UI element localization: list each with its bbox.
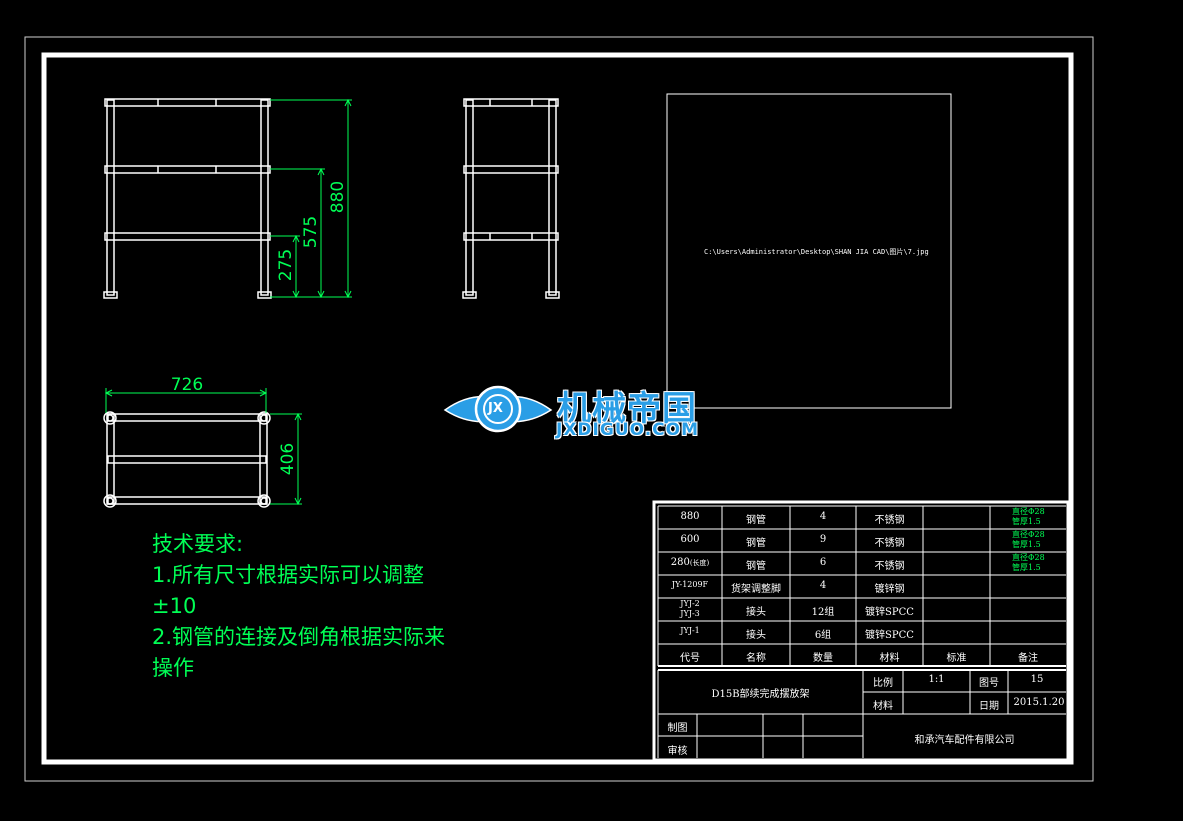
bom-name: 钢管 xyxy=(746,515,766,526)
logo-badge-text: JX xyxy=(488,401,503,416)
bom-table-grid xyxy=(652,500,1070,762)
bom-code: JY-1209F xyxy=(671,580,709,589)
bom-qty: 12组 xyxy=(811,607,835,618)
bom-note-line2: 管厚1.5 xyxy=(1012,517,1041,526)
bom-code: 880 xyxy=(680,511,700,522)
bom-header-material: 材料 xyxy=(879,653,900,664)
bom-header-name: 名称 xyxy=(746,653,766,664)
date-label: 日期 xyxy=(979,701,999,712)
bom-code: 280(长度) xyxy=(670,557,710,568)
bom-header-note: 备注 xyxy=(1018,653,1038,664)
top-view-dimensions xyxy=(104,388,302,506)
image-path-label: C:\Users\Administrator\Desktop\SHAN JIA … xyxy=(704,248,929,256)
image-placeholder-frame xyxy=(666,93,952,409)
bom-material: 镀锌钢 xyxy=(874,584,905,595)
dim-height-low: 275 xyxy=(276,249,296,281)
drawing-frame xyxy=(41,52,1074,765)
tech-requirements: 技术要求: 1.所有尺寸根据实际可以调整 ±10 2.钢管的连接及倒角根据实际来… xyxy=(152,529,445,684)
bom-name: 钢管 xyxy=(746,561,766,572)
bom-note-line2: 管厚1.5 xyxy=(1012,540,1041,549)
bom-note-line2: 管厚1.5 xyxy=(1012,563,1041,572)
bom-material: 镀锌SPCC xyxy=(865,607,914,618)
tech-req-line4: 操作 xyxy=(152,656,194,680)
logo-chinese-text: 机械帝国 xyxy=(557,389,697,429)
logo-english-text: JXDIGUO.COM xyxy=(556,420,700,440)
material-label: 材料 xyxy=(873,701,893,712)
scale-value: 1:1 xyxy=(928,674,945,685)
bom-qty: 4 xyxy=(819,511,827,522)
checked-by-label: 审核 xyxy=(667,746,688,757)
bom-material: 镀锌SPCC xyxy=(865,630,914,641)
date-value: 2015.1.20 xyxy=(1013,697,1065,708)
bom-qty: 4 xyxy=(819,580,827,591)
scale-label: 比例 xyxy=(873,678,893,689)
tech-req-line3: 2.钢管的连接及倒角根据实际来 xyxy=(152,625,446,649)
dim-height-mid: 575 xyxy=(301,216,321,248)
bom-note-line1: 直径Φ28 xyxy=(1012,553,1045,562)
bom-name: 货架调整脚 xyxy=(731,584,781,595)
dim-depth: 406 xyxy=(278,443,298,475)
front-view-dimensions xyxy=(270,98,352,299)
bom-qty: 6组 xyxy=(814,630,832,641)
company-name: 和承汽车配件有限公司 xyxy=(914,735,1015,746)
bom-header-code: 代号 xyxy=(680,653,700,664)
bom-qty: 6 xyxy=(819,557,827,568)
front-view xyxy=(103,98,272,299)
bom-material: 不锈钢 xyxy=(874,538,905,549)
drawn-by-label: 制图 xyxy=(667,723,688,734)
drawing-no-label: 图号 xyxy=(979,678,999,689)
bom-qty: 9 xyxy=(819,534,827,545)
dim-height-total: 880 xyxy=(328,181,348,213)
tech-req-line1: 1.所有尺寸根据实际可以调整 xyxy=(152,563,425,587)
tech-req-title: 技术要求: xyxy=(152,532,244,556)
side-view xyxy=(462,98,560,299)
bom-name: 接头 xyxy=(746,607,766,618)
bom-material: 不锈钢 xyxy=(874,561,905,572)
drawing-name: D15B部续完成摆放架 xyxy=(711,689,810,700)
bom-header-qty: 数量 xyxy=(813,653,833,664)
bom-note-line1: 直径Φ28 xyxy=(1012,530,1045,539)
outer-sheet-border xyxy=(24,36,1094,782)
tech-req-line2: ±10 xyxy=(152,594,197,618)
bom-name: 接头 xyxy=(746,630,766,641)
bom-name: 钢管 xyxy=(746,538,766,549)
top-view xyxy=(103,411,271,508)
bom-code: 600 xyxy=(680,534,700,545)
bom-material: 不锈钢 xyxy=(874,515,905,526)
bom-note-line1: 直径Φ28 xyxy=(1012,507,1045,516)
bom-header-standard: 标准 xyxy=(946,653,967,664)
logo-emblem-icon xyxy=(443,385,553,433)
drawing-no-value: 15 xyxy=(1030,674,1044,685)
bom-code: JYJ-1 xyxy=(680,626,700,635)
dim-width: 726 xyxy=(171,375,203,395)
